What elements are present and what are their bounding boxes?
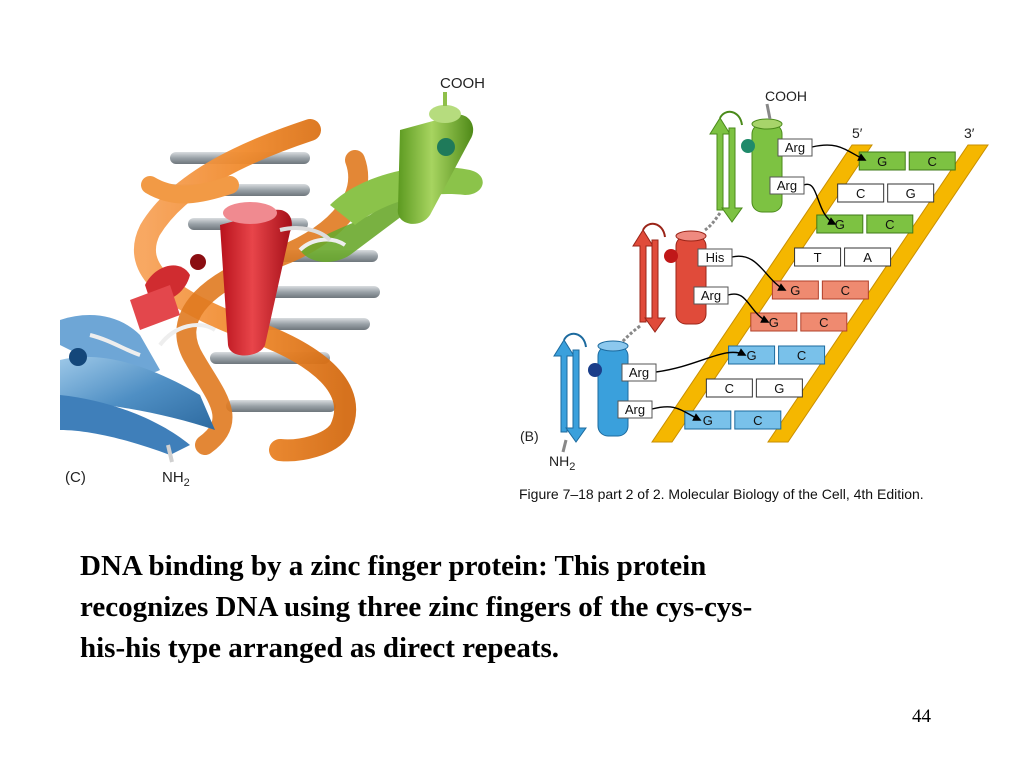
svg-text:G: G	[769, 315, 779, 330]
svg-text:Arg: Arg	[777, 178, 797, 193]
svg-text:A: A	[863, 250, 872, 265]
red-zinc-finger	[130, 202, 332, 356]
figure-caption: Figure 7–18 part 2 of 2. Molecular Biolo…	[519, 486, 924, 502]
cooh-label: COOH	[765, 88, 807, 104]
green-zinc-finger	[298, 92, 483, 262]
base-pair-4-base-1: T	[794, 247, 842, 267]
svg-text:G: G	[835, 217, 845, 232]
base-pair-7-base-1: G	[728, 345, 776, 365]
svg-text:C: C	[753, 413, 762, 428]
base-pair-7-base-2: C	[778, 345, 826, 365]
svg-text:His: His	[706, 250, 725, 265]
panel-c-illustration: COOH (C) NH2	[60, 75, 485, 489]
contact-arrow-3	[731, 255, 787, 291]
red-finger-schematic	[632, 212, 722, 333]
caption-line-1: DNA binding by a zinc finger protein: Th…	[80, 550, 707, 582]
three-prime-label: 3′	[964, 125, 975, 141]
base-pair-3-base-1: G	[816, 214, 864, 234]
base-pair-9-base-2: C	[734, 410, 782, 430]
svg-text:G: G	[906, 186, 916, 201]
base-pair-1-base-2: C	[908, 151, 956, 171]
nh2-label: NH2	[549, 453, 575, 473]
svg-text:G: G	[877, 154, 887, 169]
svg-text:C: C	[885, 217, 894, 232]
page-number: 44	[912, 706, 931, 727]
panel-b-label: (B)	[520, 428, 539, 444]
five-prime-label: 5′	[852, 125, 863, 141]
base-pair-4-base-2: A	[844, 247, 892, 267]
base-pair-2-base-2: G	[887, 183, 935, 203]
svg-text:Arg: Arg	[701, 288, 721, 303]
svg-text:C: C	[819, 315, 828, 330]
slide-caption: DNA binding by a zinc finger protein: Th…	[80, 546, 960, 669]
base-pair-6-base-2: C	[800, 312, 848, 332]
caption-line-2: recognizes DNA using three zinc fingers …	[80, 591, 753, 623]
panel-c-label: (C)	[65, 469, 86, 486]
base-pair-1-base-1: G	[858, 151, 906, 171]
base-pair-8-base-1: C	[705, 378, 753, 398]
blue-finger-schematic: NH2 (B)	[520, 324, 641, 473]
svg-text:C: C	[856, 186, 865, 201]
contact-arrow-4	[727, 293, 770, 323]
svg-text:C: C	[928, 154, 937, 169]
svg-text:Arg: Arg	[629, 365, 649, 380]
panel-c-nh-subscript: 2	[184, 477, 190, 489]
residue-arg-2: Arg	[769, 176, 837, 225]
nh-subscript: 2	[569, 461, 575, 473]
panel-b-schematic: 5′ 3′ G C C G G C T A G C G C G C C G G C COOH	[520, 88, 989, 473]
residue-arg-5: Arg	[621, 348, 747, 382]
svg-text:Arg: Arg	[785, 140, 805, 155]
svg-text:G: G	[790, 283, 800, 298]
base-pair-6-base-1: G	[750, 312, 798, 332]
svg-text:C: C	[841, 283, 850, 298]
svg-text:C: C	[797, 348, 806, 363]
svg-text:T: T	[814, 250, 822, 265]
base-pair-8-base-2: G	[755, 378, 803, 398]
contact-arrow-1	[811, 144, 867, 161]
residue-arg-6: Arg	[617, 400, 702, 421]
nh-text: NH	[549, 453, 569, 469]
base-pair-2-base-1: C	[837, 183, 885, 203]
panel-c-nh2-label: NH2	[162, 469, 190, 489]
svg-text:G: G	[747, 348, 757, 363]
svg-text:Arg: Arg	[625, 402, 645, 417]
contact-arrow-6	[651, 406, 702, 421]
base-pair-9-base-1: G	[684, 410, 732, 430]
residue-his-3: His	[697, 248, 787, 291]
contact-arrow-2	[803, 183, 837, 225]
base-pair-ladder: G C C G G C T A G C G C G C C G G C	[684, 151, 956, 430]
panel-c-cooh-label: COOH	[440, 75, 485, 92]
svg-text:C: C	[725, 381, 734, 396]
caption-line-3: his-his type arranged as direct repeats.	[80, 632, 560, 664]
base-pair-5-base-1: G	[771, 280, 819, 300]
base-pair-3-base-2: C	[866, 214, 914, 234]
panel-c-nh-text: NH	[162, 469, 184, 486]
residue-arg-1: Arg	[777, 138, 867, 161]
blue-zinc-finger	[60, 315, 215, 463]
contact-arrow-5	[655, 348, 747, 373]
svg-text:G: G	[774, 381, 784, 396]
svg-text:G: G	[703, 413, 713, 428]
base-pair-5-base-2: C	[821, 280, 869, 300]
residue-arg-4: Arg	[693, 286, 770, 323]
